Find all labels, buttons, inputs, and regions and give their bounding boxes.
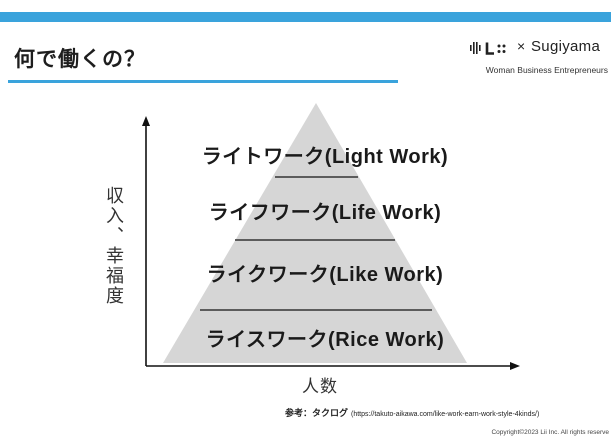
copyright-text: Copyright©2023 Lii Inc. All rights reser… [491, 429, 609, 436]
y-axis-label: 収入、幸福度 [104, 186, 124, 306]
logo-partner-name: Sugiyama [531, 38, 601, 55]
logo-tagline: Woman Business Entrepreneurs [485, 65, 608, 75]
pyramid-level-like-work: ライクワーク(Like Work) [206, 264, 444, 286]
reference-source: 参考：タクログ [285, 408, 349, 418]
slide-title: 何で働くの？ [14, 48, 146, 71]
pyramid-shape [163, 103, 467, 363]
x-axis-arrowhead [510, 362, 520, 370]
y-axis-arrowhead [142, 116, 150, 126]
logo-times-sign: × [517, 38, 526, 54]
reference-url: (https://takuto-aikawa.com/like-work-ear… [351, 411, 540, 418]
lii-logo-icon [470, 42, 506, 55]
pyramid-level-rice-work: ライスワーク(Rice Work) [205, 329, 445, 351]
reference-note: 参考：タクログ(https://takuto-aikawa.com/like-w… [285, 403, 539, 421]
pyramid-level-light-work: ライトワーク(Light Work) [201, 146, 449, 168]
pyramid-level-life-work: ライフワーク(Life Work) [208, 202, 442, 224]
title-underline [8, 80, 398, 83]
x-axis-label: 人数 [302, 377, 338, 396]
top-accent-bar [0, 12, 611, 22]
